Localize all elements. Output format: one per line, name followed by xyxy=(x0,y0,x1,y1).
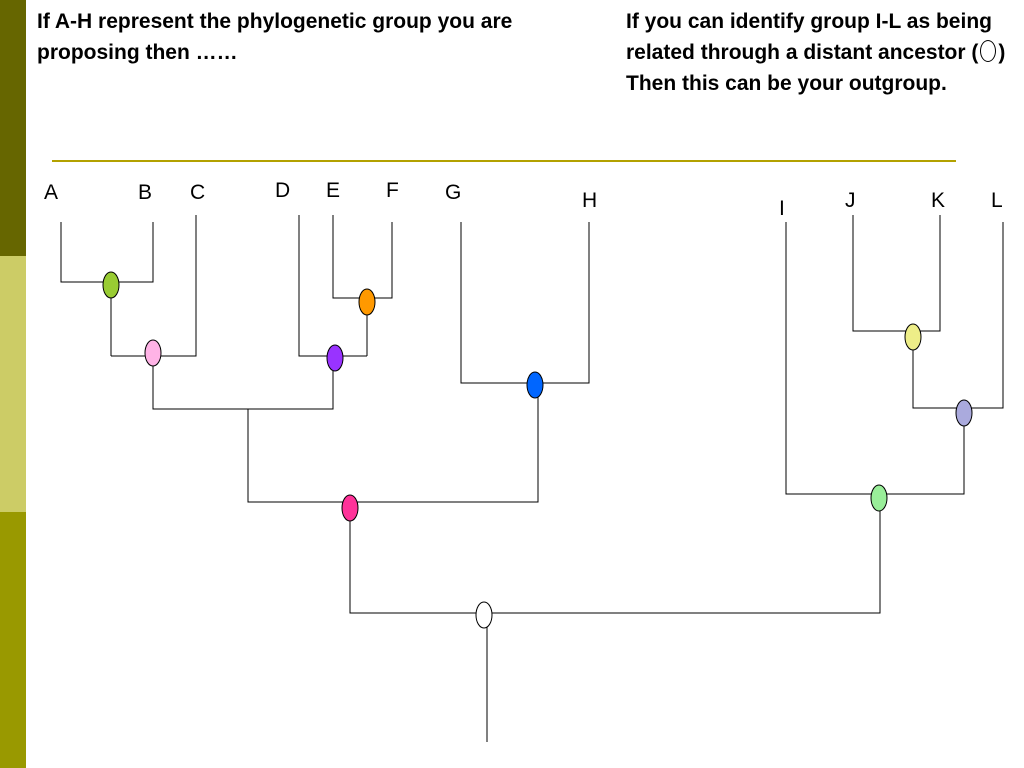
taxon-label-i: I xyxy=(779,197,785,220)
taxon-label-f: F xyxy=(386,179,399,202)
branch-j-k xyxy=(852,215,941,332)
taxon-label-b: B xyxy=(138,181,153,204)
outgroup-heading-text: If you can identify group I-L as being r… xyxy=(626,10,992,64)
branch-e-f xyxy=(332,215,393,299)
taxon-label-j: J xyxy=(845,189,856,212)
sidebar-decoration xyxy=(0,0,26,768)
ancestor-symbol-icon xyxy=(980,40,997,62)
outgroup-heading: If you can identify group I-L as being r… xyxy=(626,6,1016,99)
ingroup-heading: If A-H represent the phylogenetic group … xyxy=(37,10,513,64)
branch-a-b xyxy=(60,222,154,283)
taxon-label-k: K xyxy=(931,189,946,212)
node-distant-ancestor xyxy=(475,601,493,629)
taxon-label-a: A xyxy=(44,181,59,204)
tree-branches xyxy=(60,215,1004,742)
taxon-label-l: L xyxy=(991,189,1003,212)
taxon-label-h: H xyxy=(582,189,598,212)
node-ef xyxy=(358,288,376,316)
branch-d-ef xyxy=(298,215,367,357)
taxon-label-g: G xyxy=(445,181,462,204)
node-gh xyxy=(526,371,544,399)
node-ingroup-ancestor xyxy=(341,494,359,522)
branch-ingroup xyxy=(247,383,539,503)
tree-nodes xyxy=(102,271,973,629)
sidebar-band-bottom xyxy=(0,512,26,768)
taxon-label-d: D xyxy=(275,179,291,202)
branch-jk-l xyxy=(912,222,1004,409)
branch-i-jkl xyxy=(785,222,965,495)
node-jk xyxy=(904,323,922,351)
node-abc xyxy=(144,339,162,367)
branch-ab-c xyxy=(111,215,197,357)
sidebar-band-top xyxy=(0,0,26,256)
branch-root xyxy=(349,494,881,614)
node-outgroup-ancestor xyxy=(870,484,888,512)
taxon-label-e: E xyxy=(326,179,341,202)
node-ab xyxy=(102,271,120,299)
branch-abc-def xyxy=(152,356,334,410)
taxon-label-c: C xyxy=(190,181,206,204)
branch-g-h xyxy=(460,222,590,384)
sidebar-band-middle xyxy=(0,256,26,512)
title-divider xyxy=(52,160,956,162)
outgroup-heading-tail: ) Then this can be your outgroup. xyxy=(626,41,1006,95)
node-def xyxy=(326,344,344,372)
node-jkl xyxy=(955,399,973,427)
